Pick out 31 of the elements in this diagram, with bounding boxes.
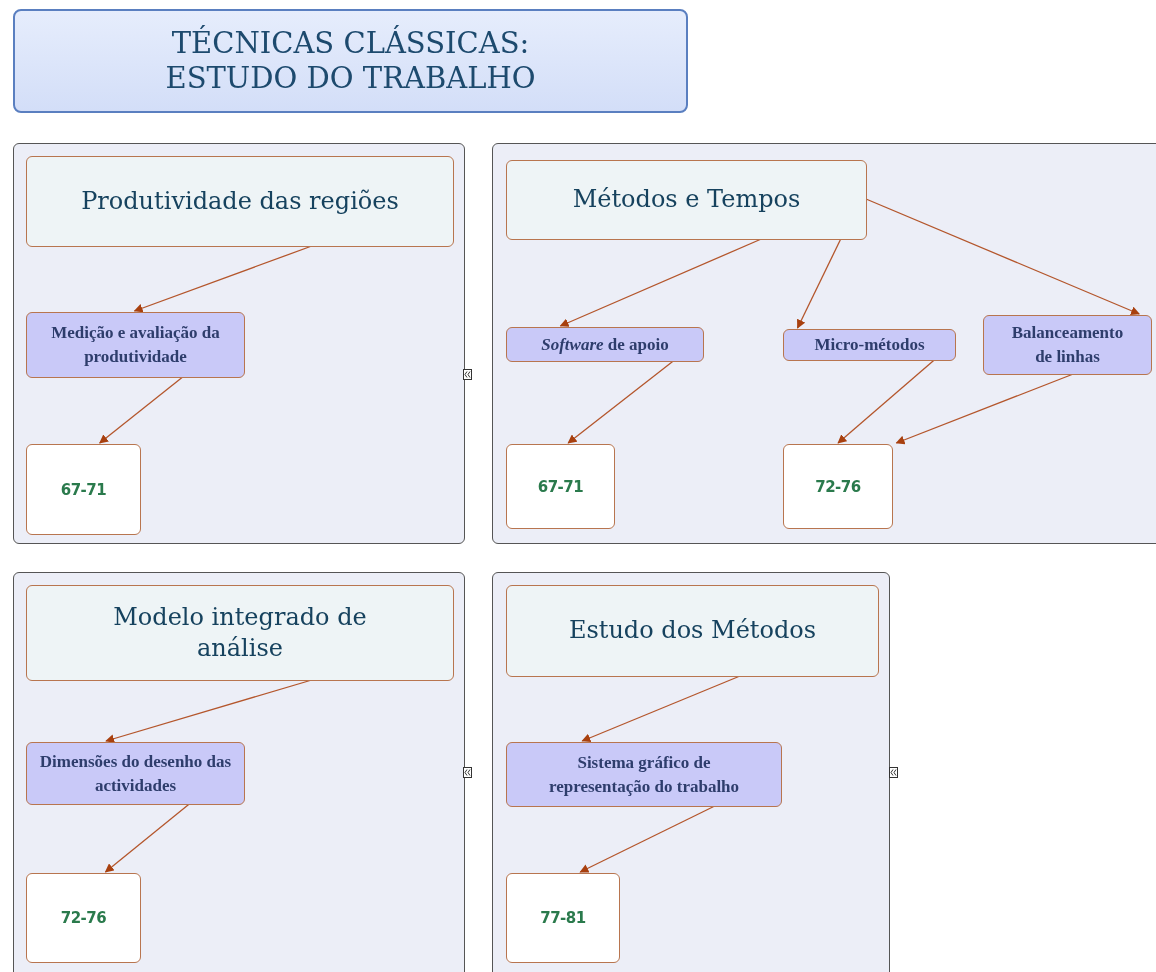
arrow — [837, 359, 935, 444]
arrow — [133, 245, 313, 313]
arrow — [895, 373, 1074, 445]
panel-background — [492, 572, 890, 972]
panel-background — [13, 143, 465, 544]
subtopic-box: Balanceamento de linhas — [983, 315, 1152, 375]
subtopic-box: Sistema gráfico de representação do trabalho — [506, 742, 782, 807]
subtopic-box: Micro-métodos — [783, 329, 956, 361]
topic-box: Estudo dos Métodos — [506, 585, 879, 677]
arrow — [796, 238, 842, 329]
panel-background — [13, 572, 465, 972]
subtopic-box: Medição e avaliação da produtividade — [26, 312, 245, 378]
arrow — [559, 238, 762, 327]
page-range: 67-71 — [506, 444, 615, 529]
arrow — [567, 360, 674, 444]
topic-box: Produtividade das regiões — [26, 156, 454, 247]
page-range: 72-76 — [783, 444, 893, 529]
topic-box: Métodos e Tempos — [506, 160, 867, 240]
page-range: 72-76 — [26, 873, 141, 963]
arrow — [581, 675, 741, 743]
arrow — [99, 376, 184, 444]
page-range: 67-71 — [26, 444, 141, 535]
arrow — [579, 805, 716, 873]
subtopic-box: Dimensões do desenho das actividades — [26, 742, 245, 805]
page-range: 77-81 — [506, 873, 620, 963]
title-banner: TÉCNICAS CLÁSSICAS: ESTUDO DO TRABALHO — [13, 9, 688, 113]
topic-box: Modelo integrado de análise — [26, 585, 454, 681]
subtopic-box: Software de apoio — [506, 327, 704, 362]
arrow — [865, 198, 1140, 315]
panel-background — [492, 143, 1156, 544]
arrow — [104, 803, 190, 873]
